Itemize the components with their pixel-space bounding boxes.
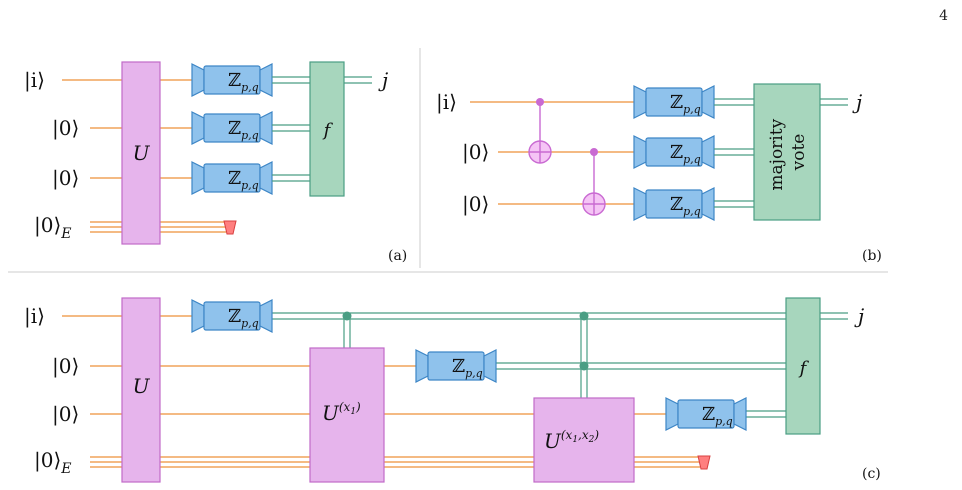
output-label: j (378, 68, 388, 92)
svg-text:ℤp,q: ℤp,q (228, 306, 259, 330)
input-label: |0⟩ (52, 116, 79, 141)
unitary-gate-u (121, 61, 161, 245)
discard-icon (697, 455, 711, 470)
svg-text:ℤp,q: ℤp,q (670, 92, 701, 116)
unitary-gate-u (121, 297, 161, 483)
decoder-f (309, 61, 345, 197)
input-label-env: |0⟩E (34, 213, 72, 242)
output-label: j (854, 304, 864, 328)
unitary-label: U (133, 374, 151, 398)
input-label-env: |0⟩E (34, 448, 72, 477)
adaptive-unitary-2-label: U(x1,x2) (544, 428, 599, 453)
panel-c: U U(x1) U(x1,x2) ℤp,q ℤp,q ℤp,q f |i⟩ |0… (24, 297, 881, 483)
page-number: 4 (939, 8, 948, 24)
input-label: |0⟩ (52, 402, 79, 427)
input-label: |0⟩ (52, 354, 79, 379)
majority-vote-label: majority vote (767, 113, 809, 190)
adaptive-unitary-1-label: U(x1) (322, 400, 361, 425)
classical-control-dot (342, 311, 352, 321)
output-label: j (852, 90, 862, 114)
classical-control-dot (579, 311, 589, 321)
panel-tag: (c) (862, 466, 881, 482)
decoder-f (785, 297, 821, 435)
svg-text:ℤp,q: ℤp,q (702, 404, 733, 428)
input-label: |0⟩ (52, 166, 79, 191)
panel-tag: (b) (862, 248, 882, 264)
input-label: |0⟩ (462, 192, 489, 217)
unitary-label: U (133, 141, 151, 165)
adaptive-unitary-1 (309, 347, 385, 483)
discard-icon (223, 220, 237, 235)
panel-b: ℤp,q ℤp,q ℤp,q majority vote |i⟩ |0⟩ |0⟩… (436, 83, 882, 264)
input-label: |i⟩ (24, 68, 45, 93)
classical-control-dot (579, 361, 589, 371)
majority-vote-box (753, 83, 821, 221)
svg-text:ℤp,q: ℤp,q (670, 194, 701, 218)
panel-tag: (a) (388, 248, 407, 264)
svg-text:ℤp,q: ℤp,q (670, 142, 701, 166)
adaptive-unitary-2 (533, 397, 635, 483)
svg-text:ℤp,q: ℤp,q (228, 70, 259, 94)
input-label: |0⟩ (462, 140, 489, 165)
control-dot (590, 148, 598, 156)
panel-a: U ℤp,q ℤp,q ℤp,q f |i⟩ |0⟩ |0⟩ |0⟩E j (a… (24, 61, 407, 264)
control-dot (536, 98, 544, 106)
input-label: |i⟩ (436, 90, 457, 115)
svg-text:ℤp,q: ℤp,q (228, 118, 259, 142)
input-label: |i⟩ (24, 304, 45, 329)
svg-text:ℤp,q: ℤp,q (452, 356, 483, 380)
svg-text:ℤp,q: ℤp,q (228, 168, 259, 192)
